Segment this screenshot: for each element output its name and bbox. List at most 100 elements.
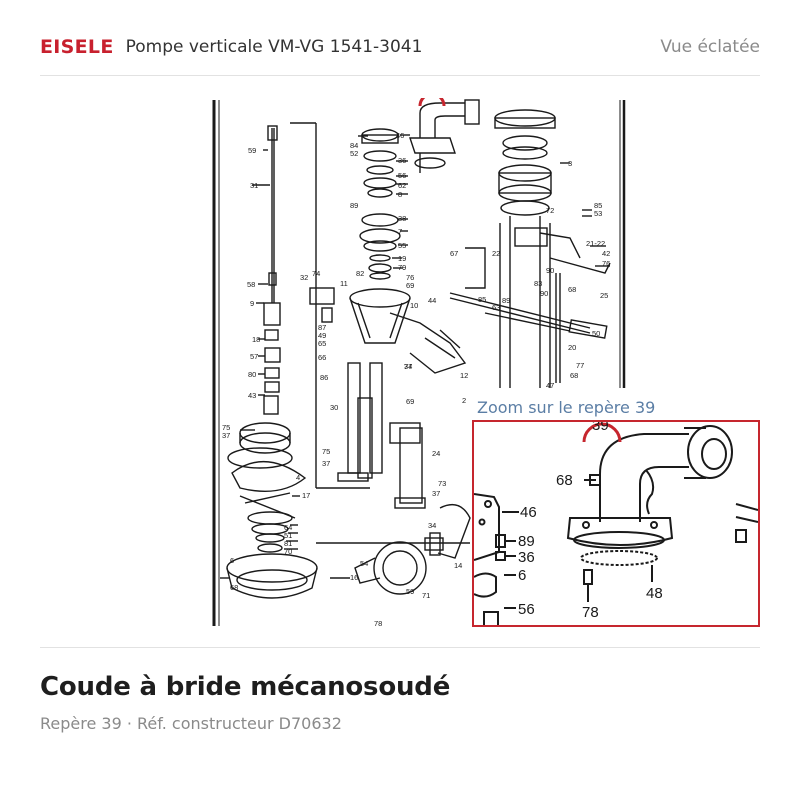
diagram-callout-60[interactable]: 69 xyxy=(406,281,414,290)
diagram-callout-32[interactable]: 69 xyxy=(406,397,414,406)
inset-callout-2[interactable]: 46 xyxy=(520,504,537,521)
diagram-callout-66[interactable]: 42 xyxy=(602,249,610,258)
top-bar: EISELE Pompe verticale VM-VG 1541-3041 V… xyxy=(40,36,760,76)
diagram-callout-76[interactable]: 89 xyxy=(502,296,510,305)
diagram-callout-25[interactable]: 11 xyxy=(340,279,348,288)
diagram-callout-24[interactable]: 86 xyxy=(320,373,328,382)
diagram-callout-80[interactable]: 77 xyxy=(576,361,584,370)
diagram-callout-41[interactable]: 16 xyxy=(350,573,358,582)
diagram-callout-53[interactable]: 38 xyxy=(398,214,406,223)
diagram-callout-58[interactable]: 82 xyxy=(356,269,364,278)
diagram-callout-51[interactable]: 62 xyxy=(398,181,406,190)
diagram-callout-10[interactable]: 4 xyxy=(296,473,300,482)
diagram-callout-16[interactable]: 6 xyxy=(230,556,234,565)
diagram-callout-69[interactable]: 22 xyxy=(492,249,500,258)
diagram-callout-13[interactable]: 51 xyxy=(284,531,292,540)
inset-callout-0[interactable]: 39 xyxy=(592,422,609,434)
diagram-callout-35[interactable]: 24 xyxy=(432,449,440,458)
diagram-callout-15[interactable]: 70 xyxy=(284,547,292,556)
diagram-callout-56[interactable]: 19 xyxy=(398,254,406,263)
diagram-callout-30[interactable]: 12 xyxy=(460,371,468,380)
diagram-callout-14[interactable]: 81 xyxy=(284,539,292,548)
diagram-callout-37[interactable]: 37 xyxy=(432,489,440,498)
diagram-callout-74[interactable]: 68 xyxy=(568,285,576,294)
diagram-callout-11[interactable]: 17 xyxy=(302,491,310,500)
diagram-callout-71[interactable]: 67 xyxy=(450,249,458,258)
diagram-callout-28[interactable]: 37 xyxy=(404,362,412,371)
diagram-callout-42[interactable]: 59 xyxy=(406,587,414,596)
diagram-callout-12[interactable]: 64 xyxy=(284,523,292,532)
diagram-callout-20[interactable]: 87 xyxy=(318,323,326,332)
diagram-callout-18[interactable]: 32 xyxy=(300,273,308,282)
diagram-callout-38[interactable]: 34 xyxy=(428,521,436,530)
diagram-callout-17[interactable]: 68 xyxy=(230,583,238,592)
diagram-callout-43[interactable]: 71 xyxy=(422,591,430,600)
diagram-callout-1[interactable]: 31 xyxy=(250,181,258,190)
diagram-callout-52[interactable]: 8 xyxy=(398,190,402,199)
diagram-callout-77[interactable]: 85 xyxy=(478,295,486,304)
diagram-callout-72[interactable]: 83 xyxy=(534,279,542,288)
diagram-callout-47[interactable]: 52 xyxy=(350,149,358,158)
diagram-callout-39[interactable]: 14 xyxy=(454,561,462,570)
inset-callout-1[interactable]: 68 xyxy=(556,472,573,489)
diagram-callout-19[interactable]: 74 xyxy=(312,269,320,278)
diagram-callout-59[interactable]: 76 xyxy=(406,273,414,282)
inset-callout-6[interactable]: 56 xyxy=(518,601,535,618)
diagram-callout-23[interactable]: 66 xyxy=(318,353,326,362)
diagram-callout-40[interactable]: 54 xyxy=(360,559,368,568)
diagram-callout-5[interactable]: 57 xyxy=(250,352,258,361)
diagram-callout-34[interactable]: 37 xyxy=(322,459,330,468)
diagram-callout-63[interactable]: 53 xyxy=(594,209,602,218)
diagram-callout-33[interactable]: 75 xyxy=(322,447,330,456)
diagram-callout-4[interactable]: 18 xyxy=(252,335,260,344)
diagram-callout-68[interactable]: 90 xyxy=(546,266,554,275)
diagram-callout-67[interactable]: 76 xyxy=(602,259,610,268)
inset-callout-7[interactable]: 78 xyxy=(582,604,599,621)
inset-callout-8[interactable]: 48 xyxy=(646,585,663,602)
diagram-callout-49[interactable]: 89 xyxy=(350,201,358,210)
diagram-callout-79[interactable]: 20 xyxy=(568,343,576,352)
diagram-callout-82[interactable]: 47 xyxy=(546,381,554,390)
diagram-callout-65[interactable]: 21-22 xyxy=(586,239,605,248)
diagram-callout-73[interactable]: 90 xyxy=(540,289,548,298)
diagram-callout-26[interactable]: 10 xyxy=(410,301,418,310)
exploded-diagram[interactable]: 5931589185780437537417645181706683274874… xyxy=(210,98,628,628)
diagram-callout-54[interactable]: 7 xyxy=(398,227,402,236)
diagram-callout-0[interactable]: 59 xyxy=(248,146,256,155)
diagram-callout-6[interactable]: 80 xyxy=(248,370,256,379)
brand-logo[interactable]: EISELE xyxy=(40,36,114,58)
diagram-callout-31[interactable]: 30 xyxy=(330,403,338,412)
diagram-callout-27[interactable]: 44 xyxy=(428,296,436,305)
diagram-callout-22[interactable]: 65 xyxy=(318,339,326,348)
diagram-callout-83[interactable]: 2 xyxy=(462,396,466,405)
diagram-callout-78[interactable]: 50 xyxy=(592,329,600,338)
diagram-callout-50[interactable]: 56 xyxy=(398,171,406,180)
diagram-callout-48[interactable]: 36 xyxy=(398,156,406,165)
diagram-callout-7[interactable]: 43 xyxy=(248,391,256,400)
diagram-callout-21[interactable]: 49 xyxy=(318,331,326,340)
diagram-callout-29[interactable]: 74 xyxy=(404,362,412,371)
inset-callout-5[interactable]: 6 xyxy=(518,567,526,584)
diagram-callout-3[interactable]: 9 xyxy=(250,299,254,308)
inset-callout-4[interactable]: 36 xyxy=(518,549,535,566)
exploded-view-link[interactable]: Vue éclatée xyxy=(660,37,760,57)
diagram-callout-64[interactable]: 72 xyxy=(546,206,554,215)
diagram-callout-57[interactable]: 79 xyxy=(398,263,406,272)
diagram-callout-81[interactable]: 68 xyxy=(570,371,578,380)
diagram-callout-75[interactable]: 63 xyxy=(492,303,500,312)
diagram-callout-61[interactable]: 3 xyxy=(568,159,572,168)
diagram-callout-8[interactable]: 75 xyxy=(222,423,230,432)
diagram-callout-9[interactable]: 37 xyxy=(222,431,230,440)
diagram-callout-55[interactable]: 55 xyxy=(398,241,406,250)
header-divider xyxy=(40,75,760,76)
diagram-callout-46[interactable]: 84 xyxy=(350,141,358,150)
diagram-callout-36[interactable]: 73 xyxy=(438,479,446,488)
diagram-callout-44[interactable]: 78 xyxy=(374,619,382,628)
diagram-callout-70[interactable]: 25 xyxy=(600,291,608,300)
diagram-callout-2[interactable]: 58 xyxy=(247,280,255,289)
diagram-callout-62[interactable]: 85 xyxy=(594,201,602,210)
inset-callout-3[interactable]: 89 xyxy=(518,533,535,550)
diagram-callout-45[interactable]: 46 xyxy=(396,131,404,140)
